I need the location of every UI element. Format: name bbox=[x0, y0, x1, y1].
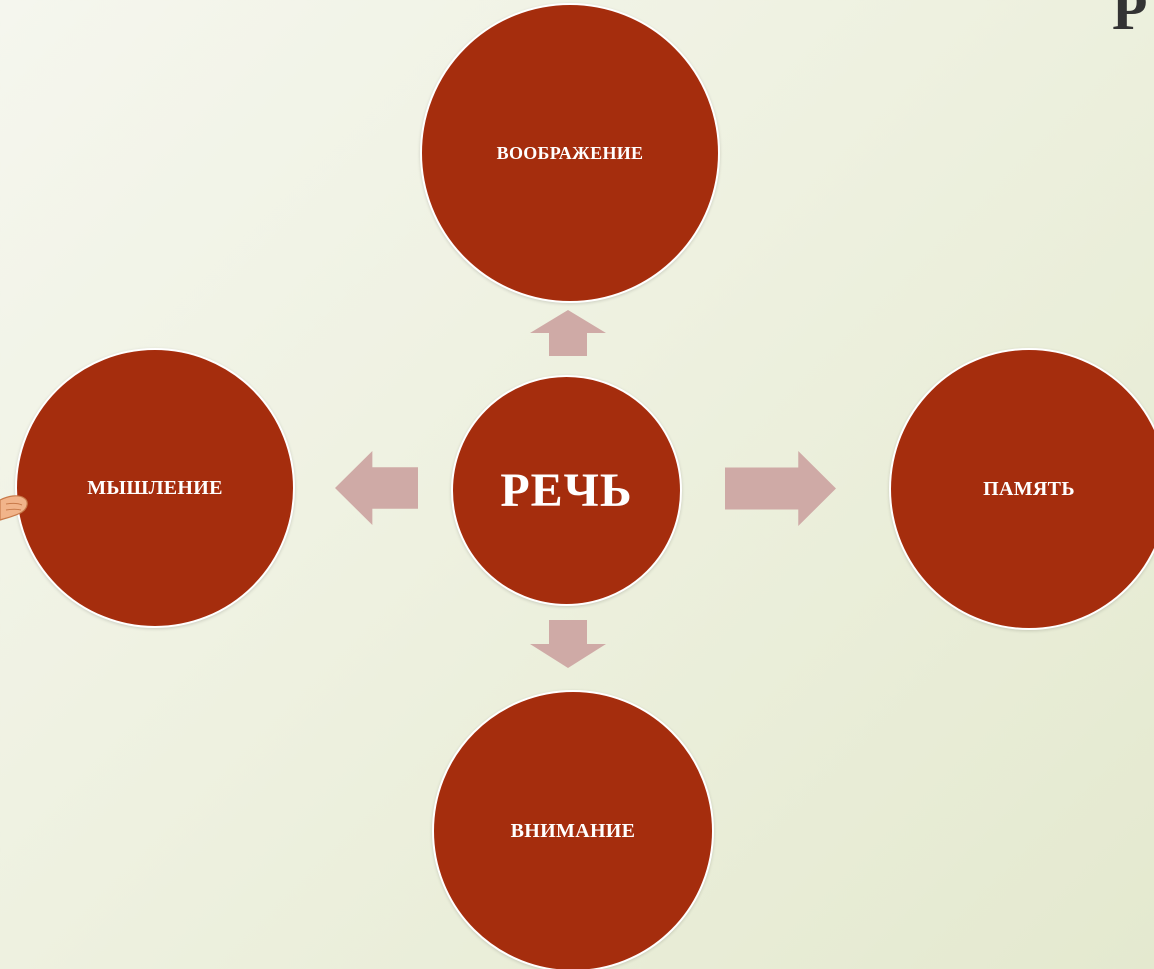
node-attention-label: ВНИМАНИЕ bbox=[510, 819, 636, 842]
node-thinking-label: МЫШЛЕНИЕ bbox=[87, 476, 223, 499]
hand-pointer-icon bbox=[0, 495, 28, 521]
arrow-right bbox=[725, 451, 836, 526]
node-speech-center: РЕЧЬ bbox=[451, 375, 682, 606]
node-memory-label: ПАМЯТЬ bbox=[983, 477, 1075, 500]
node-imagination: ВООБРАЖЕНИЕ bbox=[420, 3, 720, 303]
node-imagination-label: ВООБРАЖЕНИЕ bbox=[496, 142, 644, 163]
corner-title-glyph: Р bbox=[1112, 0, 1148, 42]
node-speech-label: РЕЧЬ bbox=[500, 464, 633, 517]
arrow-up bbox=[530, 310, 606, 356]
arrow-down bbox=[530, 620, 606, 668]
node-attention: ВНИМАНИЕ bbox=[432, 690, 714, 969]
node-memory: ПАМЯТЬ bbox=[889, 348, 1154, 630]
arrow-left bbox=[335, 451, 418, 525]
node-thinking: МЫШЛЕНИЕ bbox=[15, 348, 295, 628]
